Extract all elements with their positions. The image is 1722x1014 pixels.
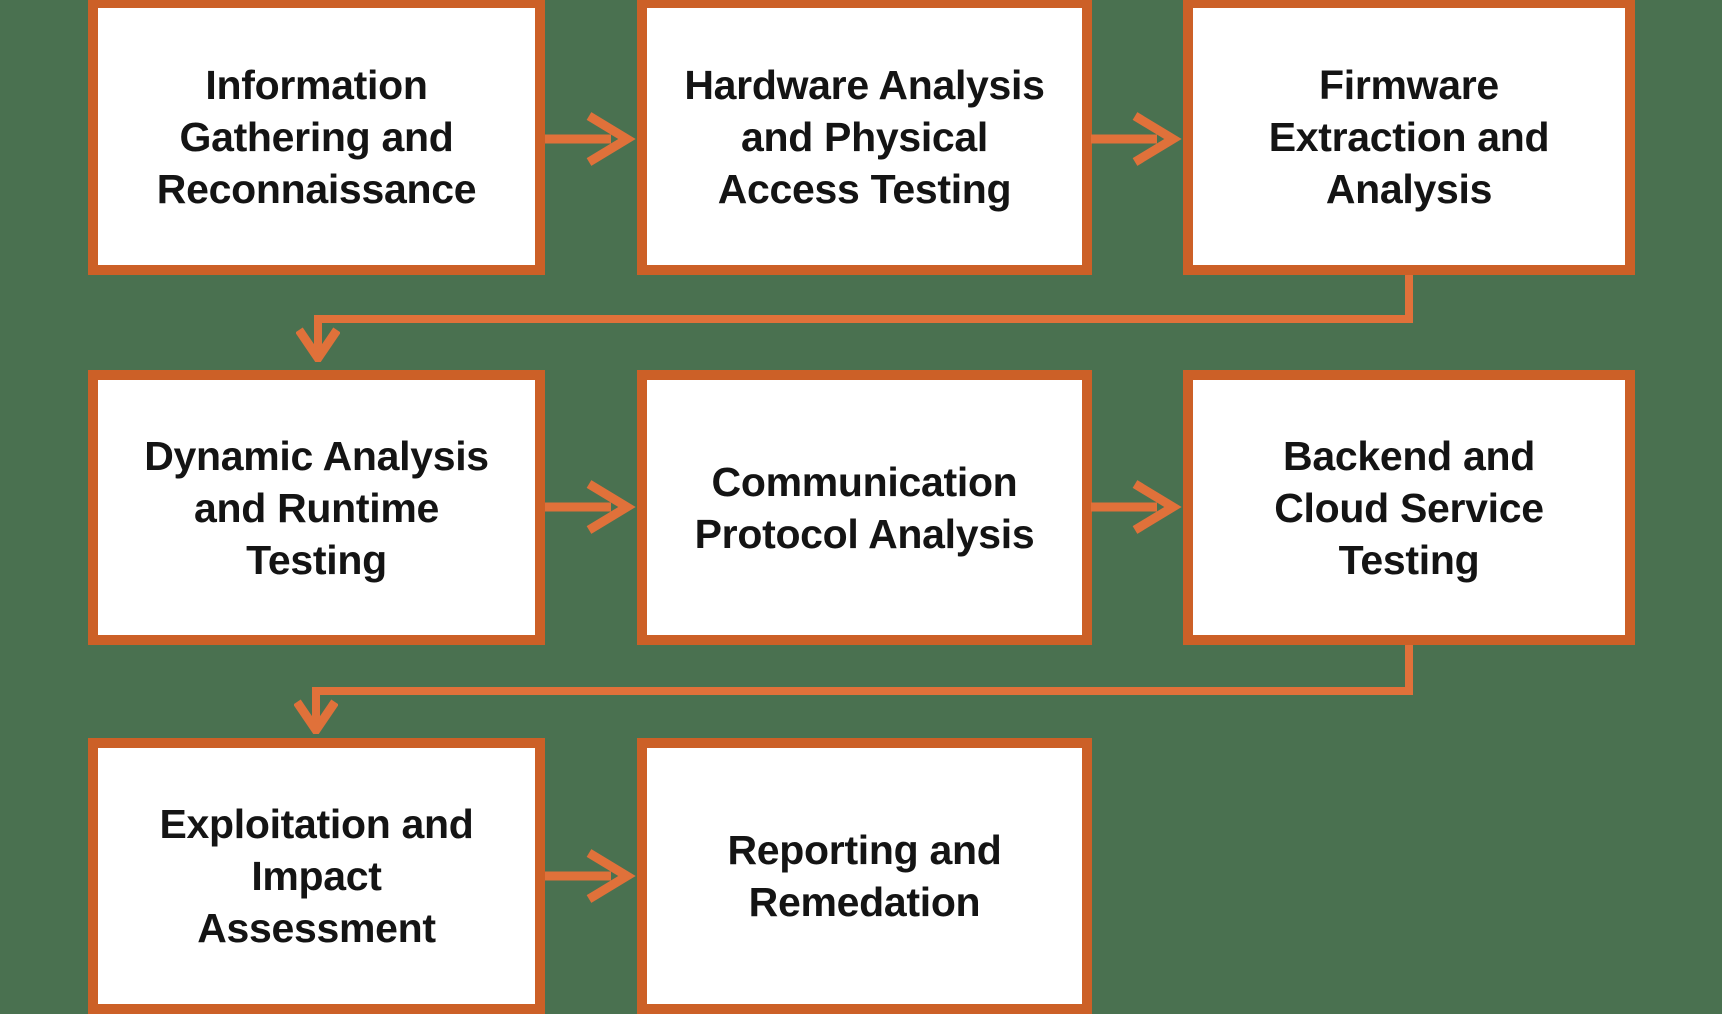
flow-box-dynamic-analysis: Dynamic Analysis and Runtime Testing [88,370,545,645]
flow-box-label: Backend and Cloud Service Testing [1274,432,1544,583]
flow-box-label: Hardware Analysis and Physical Access Te… [684,61,1045,212]
arrow-right-icon [1091,112,1182,166]
flow-box-label: Reporting and Remedation [727,827,1002,925]
arrow-down-icon [296,327,340,362]
flow-box-label: Dynamic Analysis and Runtime Testing [144,432,489,583]
flow-box-information-gathering: Information Gathering and Reconnaissance [88,0,545,275]
connector-line [1405,275,1413,323]
flow-box-exploitation-impact: Exploitation and Impact Assessment [88,738,545,1014]
connector-line [312,695,320,724]
flow-box-backend-cloud: Backend and Cloud Service Testing [1183,370,1635,645]
connector-line [312,687,1413,695]
arrow-right-icon [545,112,636,166]
flow-box-label: Exploitation and Impact Assessment [159,801,474,951]
flow-box-hardware-analysis: Hardware Analysis and Physical Access Te… [637,0,1092,275]
arrow-down-icon [294,699,338,734]
arrow-right-icon [1091,480,1182,534]
flow-box-label: Firmware Extraction and Analysis [1268,61,1550,212]
flow-box-label: Information Gathering and Reconnaissance [156,61,477,212]
flow-box-reporting-remedation: Reporting and Remedation [637,738,1092,1014]
flow-box-communication-protocol: Communication Protocol Analysis [637,370,1092,645]
arrow-right-icon [545,480,636,534]
flow-box-label: Communication Protocol Analysis [694,458,1035,557]
flow-box-firmware-extraction: Firmware Extraction and Analysis [1183,0,1635,275]
connector-line [314,323,322,352]
connector-line [1405,645,1413,695]
arrow-right-icon [545,849,636,903]
connector-line [314,315,1413,323]
